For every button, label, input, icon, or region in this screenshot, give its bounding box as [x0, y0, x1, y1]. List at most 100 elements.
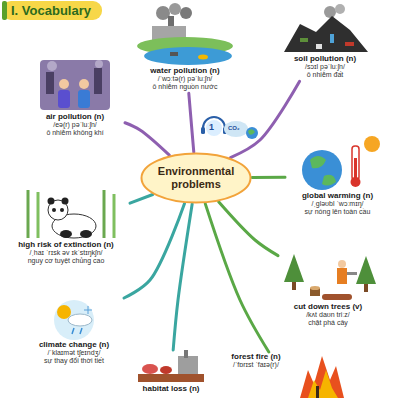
- soil-pollution-picture-part: [300, 38, 308, 42]
- global-warming-picture-part: [352, 146, 359, 180]
- ipa-text: /eə(r) pəˈluːʃn/: [25, 121, 125, 129]
- term-text: water pollution (n): [135, 66, 235, 75]
- topic-text: Environmental problems: [150, 165, 242, 190]
- vocab-item: habitat loss (n): [133, 350, 209, 395]
- habitat-loss-picture-part: [160, 366, 172, 374]
- water-pollution-picture-part: [180, 7, 192, 19]
- extinction-picture-part: [37, 192, 40, 238]
- water-pollution-picture: [137, 3, 233, 65]
- climate-change-picture-part: [57, 305, 71, 319]
- soil-pollution-picture-part: [345, 42, 354, 46]
- header-pill-part: [2, 1, 7, 20]
- forest-fire-picture-part: [300, 356, 344, 398]
- habitat-loss-picture: [138, 350, 204, 382]
- vocab-item: forest fire (n)/ˈfɒrɪst ˈfaɪə(r)/: [215, 352, 347, 396]
- climate-change-picture-part: [72, 328, 74, 334]
- habitat-loss-picture-part: [178, 356, 198, 374]
- center-icons: [201, 117, 258, 139]
- cut-down-trees-picture-part: [364, 284, 368, 292]
- vietnamese-text: sự nóng lên toàn cầu: [285, 208, 390, 216]
- forest-fire-picture: [300, 356, 344, 398]
- soil-pollution-picture-part: [316, 44, 322, 49]
- habitat-loss-picture-part: [142, 364, 158, 374]
- branch-line: [189, 93, 194, 152]
- branch-line: [130, 195, 153, 204]
- climate-change-picture-part: [68, 314, 92, 326]
- soil-pollution-picture: [284, 4, 368, 52]
- air-pollution-picture-part: [59, 79, 69, 89]
- vocab-item: water pollution (n)/ˈwɔːtə(r) pəˈluːʃn/ô…: [135, 4, 235, 93]
- center-icons-part: [224, 121, 248, 137]
- cut-down-trees-picture-part: [338, 260, 346, 268]
- header-pill-part: [2, 1, 102, 20]
- branch-line: [252, 176, 285, 179]
- extinction-picture-part: [113, 194, 116, 238]
- air-pollution-picture-part: [94, 68, 102, 94]
- vietnamese-text: sự thay đổi thời tiết: [20, 357, 128, 365]
- cut-down-trees-picture: [284, 254, 376, 300]
- extinction-picture-part: [60, 230, 72, 238]
- term-text: soil pollution (n): [275, 54, 375, 63]
- branch-line: [124, 203, 185, 298]
- ipa-text: /ˈfɒrɪst ˈfaɪə(r)/: [215, 361, 297, 369]
- forest-fire-picture-part: [316, 386, 319, 398]
- cut-down-trees-picture-part: [337, 268, 347, 284]
- branch-line: [219, 202, 278, 256]
- climate-change-picture-part: [84, 310, 92, 311]
- ipa-text: /sɔɪl pəˈluːʃn/: [275, 63, 375, 71]
- extinction-picture-part: [48, 198, 55, 205]
- term-text: high risk of extinction (n): [2, 240, 130, 249]
- vietnamese-text: ô nhiễm nguồn nước: [135, 83, 235, 91]
- global-warming-picture-part: [302, 150, 342, 190]
- extinction-picture: [28, 190, 114, 238]
- extinction-picture-part: [80, 230, 92, 238]
- vocab-item: climate change (n)/ˈklaɪmət tʃeɪndʒ/sự t…: [20, 298, 128, 367]
- branch-line: [230, 81, 299, 157]
- term-text: habitat loss (n): [133, 384, 209, 393]
- section-title: I. Vocabulary: [11, 3, 91, 19]
- cut-down-trees-picture-part: [322, 294, 352, 300]
- global-warming-picture-part: [351, 177, 361, 187]
- vietnamese-text: ô nhiễm không khí: [25, 129, 125, 137]
- vocab-item: high risk of extinction (n)/ˌhaɪ ˈrɪsk ə…: [2, 188, 130, 267]
- vietnamese-text: chặt phá cây: [278, 319, 378, 327]
- branch-line: [205, 204, 269, 352]
- term-text: air pollution (n): [25, 112, 125, 121]
- water-pollution-picture-part: [156, 6, 170, 20]
- water-pollution-picture-part: [144, 47, 232, 65]
- water-pollution-picture-part: [198, 55, 208, 60]
- branch-line: [173, 204, 192, 350]
- global-warming-picture-part: [354, 158, 357, 180]
- center-icons-part: [201, 127, 205, 134]
- center-icons-part: [206, 120, 222, 136]
- cut-down-trees-picture-part: [347, 272, 357, 275]
- air-pollution-picture-part: [46, 72, 54, 94]
- global-warming-picture-part: [310, 156, 326, 168]
- cut-down-trees-picture-part: [356, 256, 376, 284]
- term-text: forest fire (n): [215, 352, 297, 361]
- extinction-picture-part: [60, 208, 64, 212]
- term-text: global warming (n): [285, 191, 390, 200]
- ipa-text: /ˌhaɪ ˈrɪsk əv ɪkˈstɪŋkʃn/: [2, 249, 130, 257]
- cut-down-trees-picture-part: [310, 286, 320, 290]
- soil-pollution-picture-part: [335, 4, 345, 14]
- ipa-text: /ˈklaɪmət tʃeɪndʒ/: [20, 349, 128, 357]
- ipa-text: /kʌt daʊn triːz/: [278, 311, 378, 319]
- center-icons-part: [246, 127, 258, 139]
- habitat-loss-picture-part: [184, 350, 188, 358]
- air-pollution-picture-part: [47, 61, 57, 71]
- air-pollution-picture-part: [58, 90, 70, 108]
- center-topic-ellipse: Environmental problems: [140, 152, 252, 204]
- vietnamese-text: nguy cơ tuyệt chủng cao: [2, 257, 130, 265]
- extinction-picture-part: [52, 208, 56, 212]
- water-pollution-picture-part: [170, 52, 178, 56]
- extinction-picture-part: [103, 190, 106, 238]
- cut-down-trees-picture-part: [284, 254, 304, 282]
- air-pollution-picture-part: [40, 60, 110, 110]
- extinction-picture-part: [62, 198, 69, 205]
- air-pollution-picture-part: [79, 79, 89, 89]
- soil-pollution-picture-part: [284, 16, 368, 52]
- vietnamese-text: ô nhiễm đất: [275, 71, 375, 79]
- climate-change-picture: [54, 300, 94, 340]
